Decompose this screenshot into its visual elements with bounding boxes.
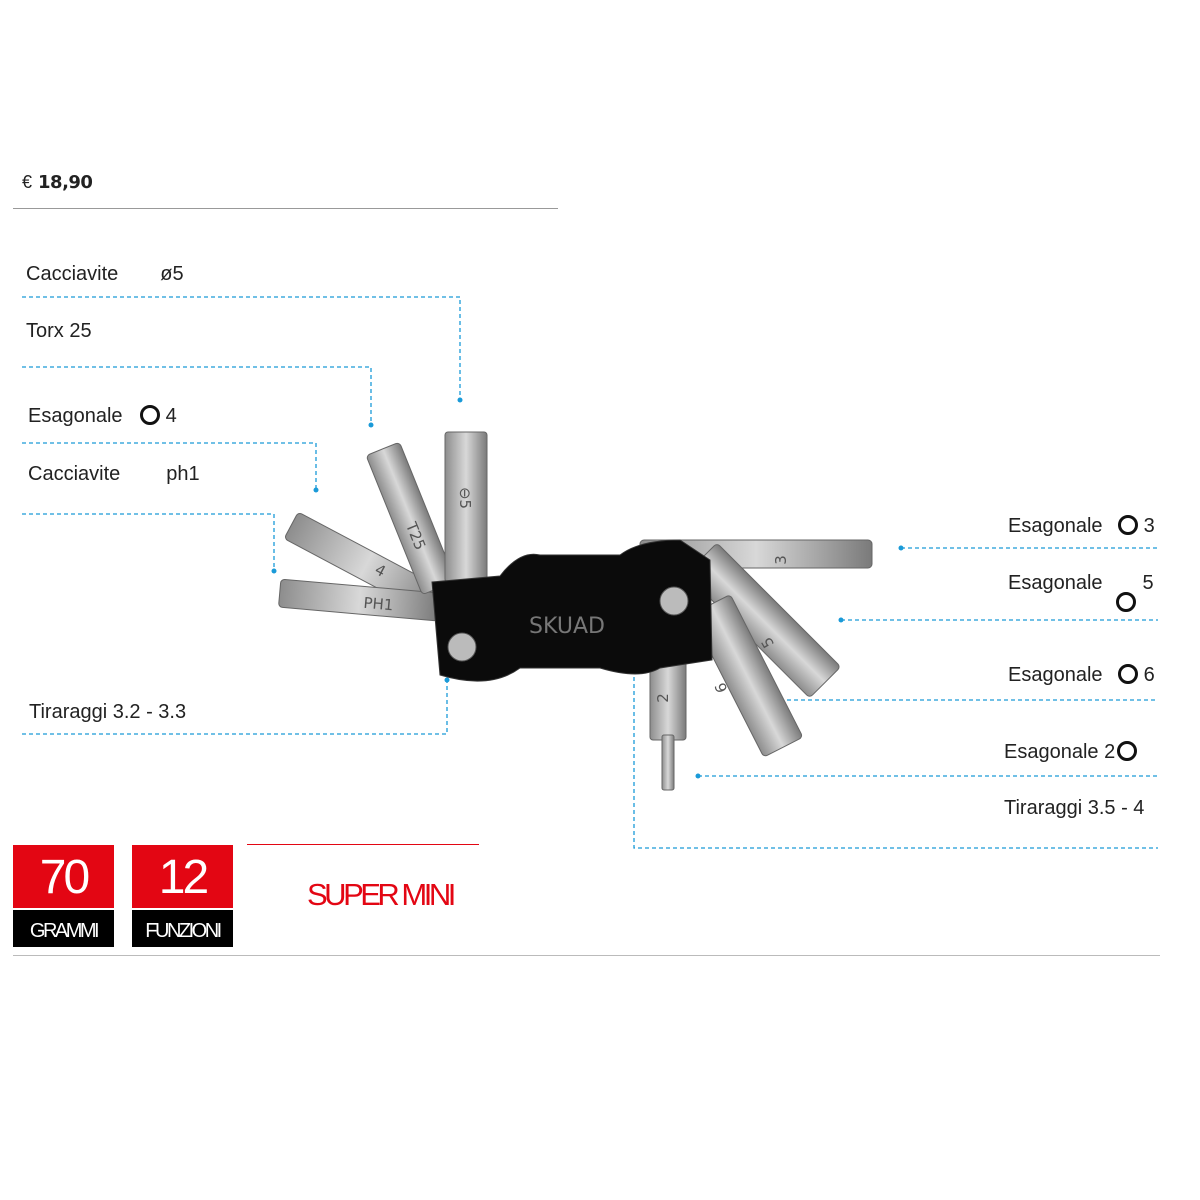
price: €18,90 bbox=[22, 172, 93, 193]
stat-functions-unit: FUNZIONI bbox=[132, 910, 233, 947]
label-name: Tiraraggi 3.2 - 3.3 bbox=[29, 701, 187, 723]
label-esagonale-2: Esagonale 2 bbox=[1004, 741, 1138, 764]
model-divider bbox=[247, 844, 479, 845]
callout-line-cacciavite-5 bbox=[22, 296, 461, 400]
hex-icon bbox=[1118, 664, 1139, 684]
label-esagonale-5: Esagonale 5 bbox=[1008, 572, 1154, 595]
label-name: Torx 25 bbox=[26, 320, 92, 342]
hex-icon bbox=[140, 405, 161, 425]
hex-icon bbox=[1118, 515, 1139, 535]
label-esagonale-3: Esagonale 3 bbox=[1008, 515, 1155, 538]
bit-marking-cacciavite-5: ⊖5 bbox=[456, 487, 474, 509]
label-cacciavite-5: Cacciavite ø5 bbox=[26, 263, 184, 286]
bit-marking-esagonale-2: 2 bbox=[654, 693, 672, 703]
label-torx-25: Torx 25 bbox=[26, 320, 92, 343]
label-spec: 6 bbox=[1143, 664, 1155, 686]
bit-marking-ph1: PH1 bbox=[363, 594, 394, 615]
stat-weight-value: 70 bbox=[13, 845, 114, 908]
callout-line-tiraraggi-35 bbox=[633, 670, 1158, 849]
callout-line-tiraraggi-32 bbox=[22, 680, 448, 735]
label-esagonale-6: Esagonale 6 bbox=[1008, 664, 1155, 687]
tool-body bbox=[431, 539, 713, 682]
price-value: 18,90 bbox=[38, 172, 93, 193]
label-name: Esagonale bbox=[1008, 572, 1103, 594]
stat-weight: 70 GRAMMI bbox=[13, 845, 114, 947]
label-name: Cacciavite bbox=[26, 263, 119, 285]
label-spec: ph1 bbox=[166, 463, 200, 485]
tool-brand-engraving: SKUAD bbox=[529, 614, 605, 639]
stat-weight-unit: GRAMMI bbox=[13, 910, 114, 947]
model-name: SUPER MINI bbox=[307, 877, 456, 912]
divider bbox=[13, 208, 558, 209]
hex-icon bbox=[1116, 592, 1136, 612]
callout-line-cacciavite-ph1 bbox=[22, 513, 275, 571]
label-spec: 5 bbox=[1142, 572, 1154, 594]
label-tiraraggi-35-4: Tiraraggi 3.5 - 4 bbox=[1004, 797, 1144, 820]
label-name: Tiraraggi 3.5 - 4 bbox=[1004, 797, 1145, 819]
bit-marking-esagonale-6: 6 bbox=[711, 680, 731, 695]
label-esagonale-4: Esagonale 4 bbox=[28, 405, 177, 428]
bottom-divider bbox=[13, 955, 1160, 956]
label-spec: ø5 bbox=[160, 263, 184, 285]
label-name: Esagonale 2 bbox=[1004, 741, 1116, 763]
label-name: Esagonale bbox=[28, 405, 123, 427]
label-spec: 3 bbox=[1143, 515, 1155, 537]
hex-icon bbox=[1117, 741, 1138, 761]
callout-line-esagonale-4 bbox=[22, 442, 317, 490]
label-spec: 4 bbox=[165, 405, 177, 427]
label-tiraraggi-32-33: Tiraraggi 3.2 - 3.3 bbox=[29, 701, 186, 724]
label-name: Esagonale bbox=[1008, 664, 1103, 686]
label-name: Cacciavite bbox=[28, 463, 121, 485]
label-cacciavite-ph1: Cacciavite ph1 bbox=[28, 463, 200, 486]
bit-marking-esagonale-3: 3 bbox=[772, 555, 790, 565]
callout-line-torx-25 bbox=[22, 366, 372, 425]
label-name: Esagonale bbox=[1008, 515, 1103, 537]
stat-functions-value: 12 bbox=[132, 845, 233, 908]
stat-functions: 12 FUNZIONI bbox=[132, 845, 233, 947]
currency: € bbox=[22, 172, 33, 192]
